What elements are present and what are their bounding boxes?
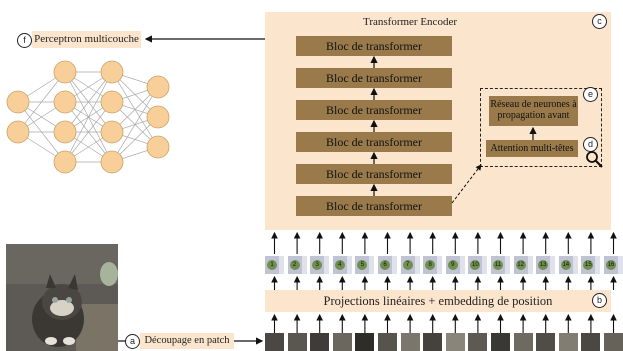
badge-c: c [592,14,607,29]
token-number: 8 [425,260,436,270]
mlp-node-layer-4 [146,75,170,99]
token-15: 15 [581,256,601,274]
token-6: 6 [378,256,397,274]
image-patch-1 [265,333,284,351]
transformer-block-1: Bloc de transformer [296,196,452,216]
token-number: 11 [493,260,503,270]
token-number: 14 [560,260,571,270]
image-patch-2 [287,333,307,351]
image-patch-15 [581,333,601,351]
badge-e: e [583,87,598,102]
magnifier-icon [586,151,603,168]
token-1: 1 [265,256,284,274]
image-patch-5 [355,333,375,351]
badge-b: b [592,293,607,308]
mlp-node-layer-3 [100,90,124,114]
token-number: 3 [312,260,323,270]
token-number: 9 [447,260,458,270]
token-number: 16 [606,260,616,270]
token-number: 4 [334,260,345,270]
badge-f: f [17,33,32,48]
token-9: 9 [445,256,465,274]
mlp-edge [64,71,113,133]
token-number: 12 [515,260,526,270]
mlp-node-layer-2 [53,90,77,114]
token-number: 2 [289,260,300,270]
token-12: 12 [513,256,533,274]
mlp-edge [17,71,66,133]
mlp-edge [64,71,113,163]
encoder-title: Transformer Encoder [363,16,457,28]
token-10: 10 [468,256,488,274]
mlp-network [6,60,170,174]
token-4: 4 [332,256,352,274]
transformer-block-4: Bloc de transformer [296,100,452,120]
mlp-node-layer-1 [6,120,30,144]
token-number: 15 [583,260,594,270]
mlp-node-layer-2 [53,120,77,144]
image-patch-16 [604,333,623,351]
mlp-node-layer-4 [146,105,170,129]
image-patch-10 [468,333,488,351]
token-3: 3 [310,256,330,274]
token-14: 14 [558,256,578,274]
feedforward-network-block: Réseau de neurones à propagation avant [489,96,578,126]
mlp-label: Perceptron multicouche [32,31,141,48]
token-16: 16 [604,256,623,274]
token-number: 1 [267,260,277,270]
image-patch-6 [378,333,397,351]
transformer-block-3: Bloc de transformer [296,132,452,152]
image-patch-7 [400,333,420,351]
projection-bar: Projections linéaires + embedding de pos… [265,290,611,312]
patch-label: Découpage en patch [140,333,234,349]
token-11: 11 [491,256,510,274]
multihead-attention-block: Attention multi-têtes [486,140,578,157]
token-number: 6 [380,260,390,270]
mlp-node-layer-4 [146,135,170,159]
mlp-edge [111,86,159,163]
mlp-node-layer-2 [53,60,77,84]
zoom-pointer-arrow [451,164,482,204]
image-patch-8 [423,333,443,351]
token-7: 7 [400,256,420,274]
block-detail-box [480,88,602,167]
cat-photo [6,244,118,351]
mlp-node-layer-3 [100,150,124,174]
mlp-edge [64,101,113,163]
image-patch-4 [332,333,352,351]
image-patch-11 [491,333,510,351]
image-patch-3 [310,333,330,351]
mlp-node-layer-1 [6,90,30,114]
transformer-block-5: Bloc de transformer [296,68,452,88]
token-2: 2 [287,256,307,274]
badge-a: a [125,334,140,349]
token-13: 13 [536,256,556,274]
transformer-block-2: Bloc de transformer [296,164,452,184]
token-5: 5 [355,256,375,274]
token-number: 13 [538,260,549,270]
mlp-node-layer-3 [100,60,124,84]
mlp-node-layer-3 [100,120,124,144]
mlp-node-layer-2 [53,150,77,174]
transformer-block-6: Bloc de transformer [296,36,452,56]
image-patch-13 [536,333,556,351]
image-patch-12 [513,333,533,351]
token-number: 10 [470,260,481,270]
token-number: 5 [357,260,368,270]
token-8: 8 [423,256,443,274]
image-patch-9 [445,333,465,351]
image-patch-14 [558,333,578,351]
token-number: 7 [402,260,413,270]
